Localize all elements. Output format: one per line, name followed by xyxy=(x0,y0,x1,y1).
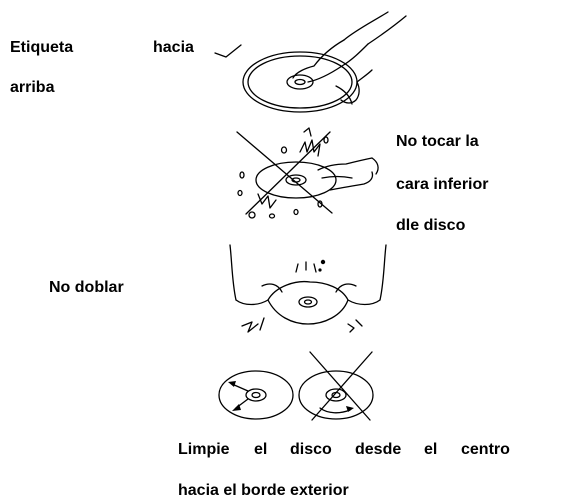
clean-word-el-2: el xyxy=(424,441,438,458)
no-bend-label: No doblar xyxy=(49,279,124,296)
clean-word-disco: disco xyxy=(290,441,332,458)
label-up-word-etiqueta: Etiqueta xyxy=(10,39,74,56)
clean-word-centro: centro xyxy=(461,441,510,458)
clean-word-el-1: el xyxy=(254,441,268,458)
clean-line-2: hacia el borde exterior xyxy=(178,482,349,499)
label-up-word-arriba: arriba xyxy=(10,79,55,96)
clean-disc-correct-icon xyxy=(218,370,294,420)
clean-word-desde: desde xyxy=(355,441,402,458)
no-touch-line-3: dle disco xyxy=(396,217,466,234)
label-up-word-hacia: hacia xyxy=(153,39,194,56)
clean-word-limpie: Limpie xyxy=(178,441,230,458)
clean-disc-wrong-icon xyxy=(298,351,374,421)
no-touch-underside-icon xyxy=(236,127,379,219)
no-bend-icon xyxy=(229,244,387,333)
no-touch-line-1: No tocar la xyxy=(396,133,479,150)
no-touch-line-2: cara inferior xyxy=(396,176,489,193)
hand-holding-disc-icon xyxy=(214,11,407,113)
